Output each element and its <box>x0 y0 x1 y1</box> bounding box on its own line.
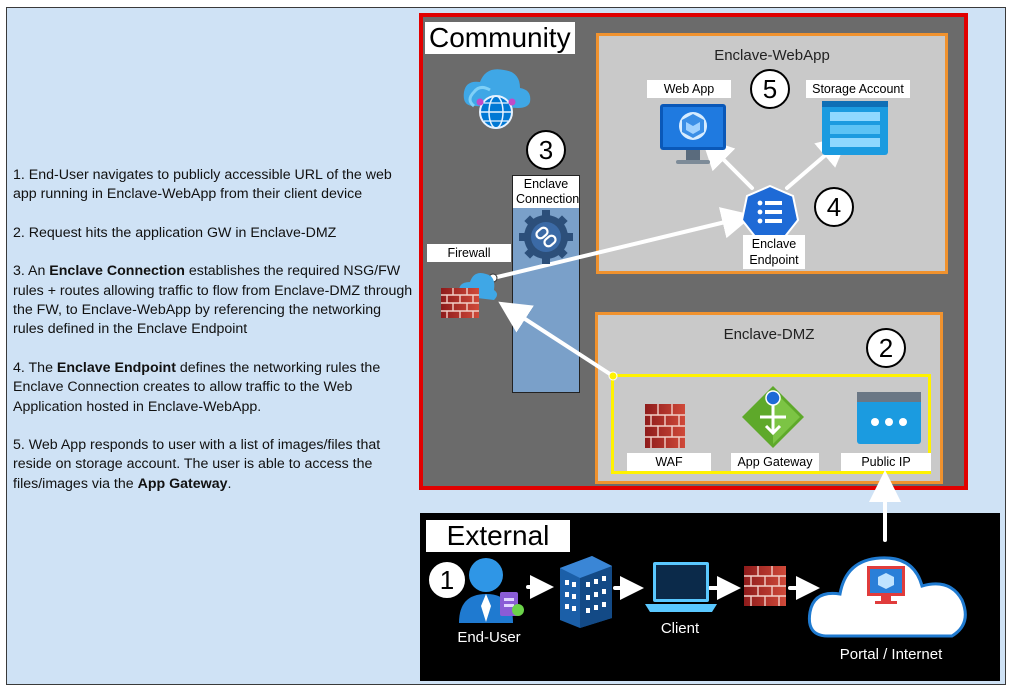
step-description: 1. End-User navigates to publicly access… <box>13 166 413 513</box>
step-3-text: 3. An Enclave Connection establishes the… <box>13 263 413 338</box>
step-number-2: 2 <box>866 328 906 368</box>
waf-label: WAF <box>627 453 711 471</box>
app-gateway-icon <box>742 386 804 448</box>
community-cloud-icon <box>463 69 531 129</box>
web-app-icon <box>660 104 726 164</box>
arrow-firewall-to-endpoint <box>491 207 754 280</box>
building-icon <box>560 556 612 628</box>
storage-account-label: Storage Account <box>806 80 910 98</box>
community-title: Community <box>425 22 575 54</box>
firewall-label: Firewall <box>427 244 511 262</box>
enclave-endpoint-label: Enclave Endpoint <box>743 235 805 269</box>
step-number-3: 3 <box>526 130 566 170</box>
step-4-text: 4. The Enclave Endpoint defines the netw… <box>13 359 381 415</box>
step-number-5: 5 <box>750 69 790 109</box>
step-number-1: 1 <box>427 560 467 600</box>
client-laptop-icon <box>645 562 717 612</box>
arrow-endpoint-to-webapp <box>701 137 754 190</box>
external-title: External <box>426 520 570 552</box>
web-app-label: Web App <box>647 80 731 98</box>
enclave-endpoint-icon <box>740 184 800 240</box>
portal-internet-label: Portal / Internet <box>839 646 943 663</box>
end-user-icon <box>459 558 524 623</box>
arrow-dmz-to-firewall <box>498 301 615 378</box>
dmz-connector-dot <box>608 371 618 381</box>
internet-cloud-icon <box>807 556 967 638</box>
client-label: Client <box>660 620 700 637</box>
end-user-label: End-User <box>457 629 521 646</box>
step-2-text: 2. Request hits the application GW in En… <box>13 224 337 241</box>
flow-arrows <box>491 134 901 600</box>
storage-account-icon <box>822 101 888 155</box>
step-1-text: 1. End-User navigates to publicly access… <box>13 167 392 203</box>
enclave-connection-icon <box>519 210 573 264</box>
public-ip-label: Public IP <box>841 453 931 471</box>
app-gateway-label: App Gateway <box>731 453 819 471</box>
enclave-connection-label: Enclave Connection <box>513 176 579 208</box>
public-ip-icon <box>857 392 921 444</box>
external-firewall-icon <box>744 566 786 606</box>
dmz-highlight-box <box>611 374 931 474</box>
waf-icon <box>645 404 685 448</box>
step-5-text: 5. Web App responds to user with a list … <box>13 437 381 492</box>
firewall-icon <box>441 273 497 318</box>
step-number-4: 4 <box>814 187 854 227</box>
